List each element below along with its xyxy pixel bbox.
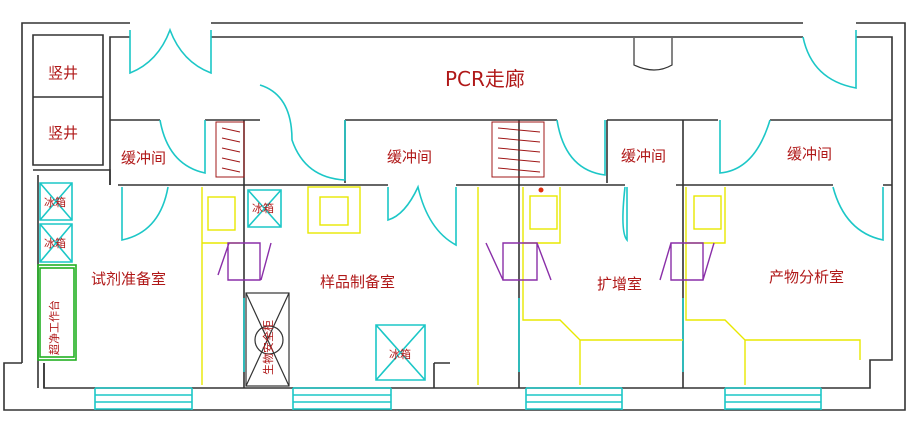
fridge-label: 冰箱 (389, 347, 411, 361)
doors[interactable] (121, 27, 884, 372)
shoe-racks (215, 121, 545, 178)
windows (94, 387, 822, 410)
room-label-amplification: 扩增室 (597, 275, 642, 293)
room-label-sample: 样品制备室 (320, 273, 395, 291)
fridge-label: 冰箱 (44, 236, 66, 250)
clean-bench (37, 264, 77, 361)
lab-benches (201, 186, 861, 385)
walls (3, 22, 906, 411)
fridge-label: 冰箱 (44, 195, 66, 209)
buffer-room-label: 缓冲间 (121, 149, 166, 167)
buffer-room-label: 缓冲间 (387, 148, 432, 166)
fridge-icon (39, 182, 426, 381)
wash-basin-icon (633, 38, 673, 71)
clean-bench-label: 超净工作台 (47, 300, 61, 355)
red-marker (538, 187, 544, 193)
shaft-label: 竖井 (48, 64, 78, 82)
room-label-analysis: 产物分析室 (769, 268, 844, 286)
shaft-label: 竖井 (48, 124, 78, 142)
fridge-label: 冰箱 (252, 201, 274, 215)
biosafety-cabinet-label: 生物安全柜 (261, 320, 275, 375)
biosafety-cabinet (245, 292, 290, 387)
room-label-reagent: 试剂准备室 (91, 270, 166, 288)
buffer-room-label: 缓冲间 (787, 145, 832, 163)
pass-boxes (217, 242, 715, 281)
corridor-label: PCR走廊 (445, 67, 525, 91)
buffer-room-label: 缓冲间 (621, 147, 666, 165)
